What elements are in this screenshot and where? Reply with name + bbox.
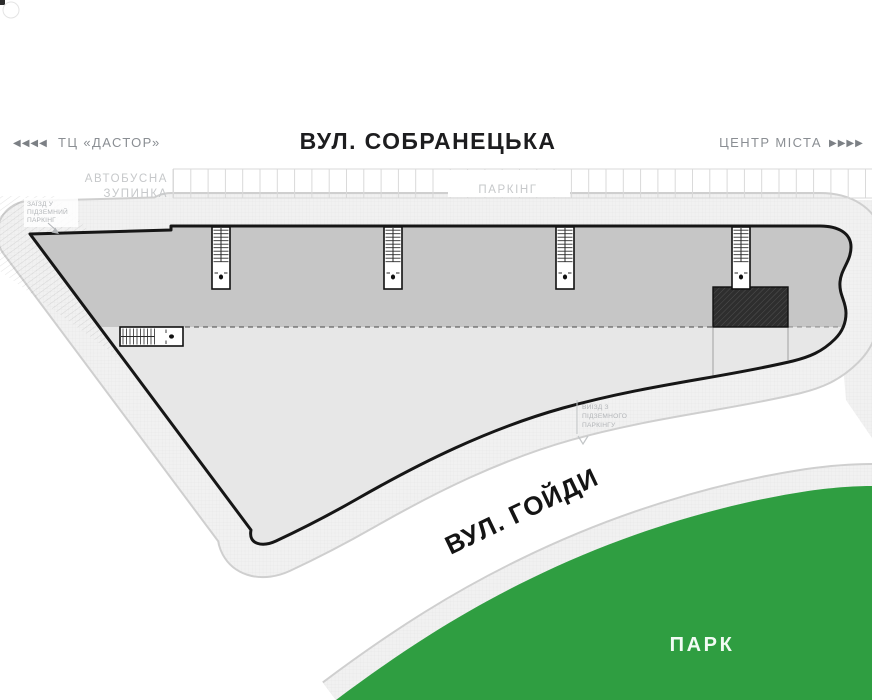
exit-label-line1: ВИЇЗД З xyxy=(582,403,609,411)
stairwell-icon xyxy=(383,226,403,290)
building-upper-band xyxy=(30,226,851,327)
entrance-label-line3: ПАРКІНГ xyxy=(27,217,56,224)
right-direction-arrows-icon: ▶▶▶▶ xyxy=(829,138,864,149)
stairwell-icon xyxy=(731,226,751,290)
building-outline xyxy=(28,224,853,546)
entrance-arrow-icon xyxy=(47,222,59,234)
park-area xyxy=(336,486,872,700)
stairwell-icon xyxy=(555,226,575,290)
exit-label-line3: ПАРКІНГУ xyxy=(582,422,616,429)
corner-watermark xyxy=(0,0,20,19)
park-label: ПАРК xyxy=(670,634,735,656)
destination-left-label: ТЦ «ДАСТОР» xyxy=(58,135,161,150)
entrance-label-line1: ЗАЇЗД У xyxy=(27,200,54,208)
underground-exit-label: ВИЇЗД З ПІДЗЕМНОГО ПАРКІНГУ xyxy=(576,400,627,446)
exit-label-line2: ПІДЗЕМНОГО xyxy=(582,413,627,420)
bus-stop-label-line2: ЗУПИНКА xyxy=(103,188,168,200)
underground-entrance-label: ЗАЇЗД У ПІДЗЕМНИЙ ПАРКІНГ xyxy=(24,198,78,234)
left-direction-arrows-icon: ◀◀◀◀ xyxy=(13,138,48,149)
stairwell-icon xyxy=(211,226,231,290)
parking-stalls xyxy=(172,168,872,199)
stairwell-icon-horizontal xyxy=(119,326,184,347)
destination-right-label: ЦЕНТР МІСТА xyxy=(719,135,822,150)
entrance-label-line2: ПІДЗЕМНИЙ xyxy=(27,207,68,216)
dark-hatched-block xyxy=(712,286,789,328)
bus-stop-label-line1: АВТОБУСНА xyxy=(85,173,168,185)
street-top-title: ВУЛ. СОБРАНЕЦЬКА xyxy=(300,128,557,154)
exit-arrow-icon xyxy=(577,435,589,446)
building-footprint xyxy=(28,224,853,546)
parking-label: ПАРКІНГ xyxy=(478,184,537,196)
